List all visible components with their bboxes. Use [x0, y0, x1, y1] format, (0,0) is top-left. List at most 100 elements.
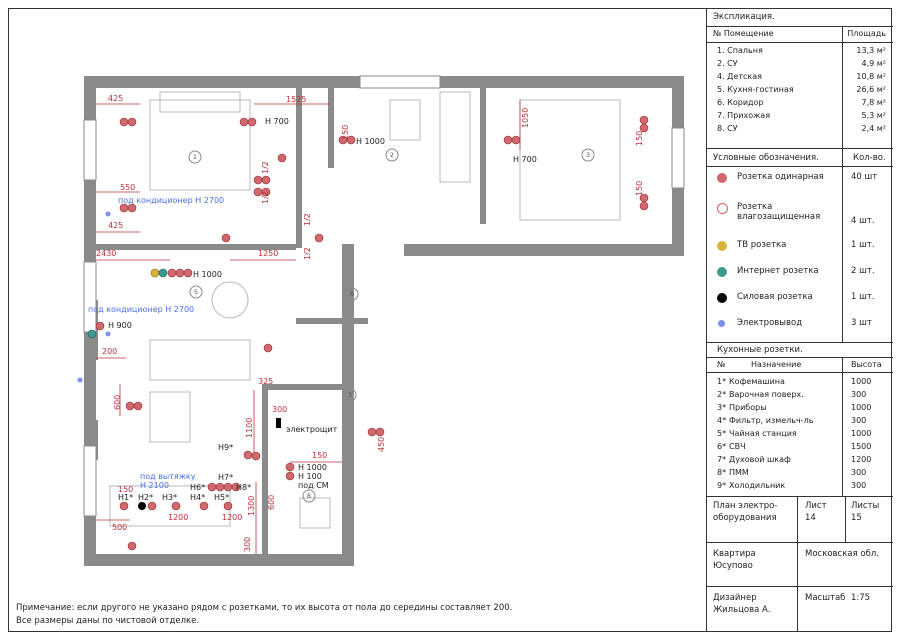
dim-200: 200	[102, 347, 117, 356]
explication-header: № Помещение Площадь	[713, 29, 886, 41]
dim-1100: 1100	[245, 418, 254, 438]
dim-150-wc: 150	[341, 125, 350, 140]
dim-1200-left: 1200	[168, 513, 188, 522]
designer: Дизайнер Жильцова А.	[713, 593, 771, 615]
drawing-frame	[8, 8, 892, 632]
kitchen-mark-2: Н2*	[138, 493, 153, 502]
dim-1250: 1250	[258, 249, 278, 258]
dim-half-4: 1/2	[303, 247, 312, 260]
kitchen-title: Кухонные розетки.	[717, 345, 803, 355]
dim-150-r2: 150	[635, 181, 644, 196]
dim-300: 300	[272, 405, 287, 414]
dim-300-bottom: 300	[243, 537, 252, 552]
dim-half-1: 1/2	[261, 161, 270, 174]
panel-label: электрощит	[286, 425, 338, 434]
dim-425-top: 425	[108, 94, 123, 103]
kitchen-mark-3: Н3*	[162, 493, 177, 502]
region: Московская обл.	[805, 549, 879, 559]
dim-1050: 1050	[521, 108, 530, 128]
dim-600: 600	[113, 395, 122, 410]
dim-half-3: 1/2	[303, 213, 312, 226]
dim-1300: 1300	[247, 496, 256, 516]
height-label-1: Н 700	[265, 117, 289, 126]
specification-panel: Экспликация. № Помещение Площадь 1. Спал…	[706, 8, 893, 632]
sheets-number: 15	[851, 513, 862, 523]
height-label-8: под СМ	[298, 481, 329, 490]
sheets-label: Листы	[851, 501, 880, 511]
room-number-3: 3	[586, 151, 590, 159]
hood-label-height: Н 2100	[140, 481, 169, 490]
plan-vertical-dims: 150 1050 150 150 1/2 1/2 1/2 1/2 600 110…	[113, 108, 644, 552]
dimension-lines	[96, 100, 521, 554]
kitchen-mark-1: Н1*	[118, 493, 133, 502]
internet-outlet-icon	[717, 267, 727, 277]
electric-outlet-icon	[718, 320, 725, 327]
dim-150-r1: 150	[635, 131, 644, 146]
dim-325: 325	[258, 377, 273, 386]
scale-value: 1:75	[851, 593, 871, 603]
col-room: № Помещение	[713, 29, 774, 38]
kitchen-mark-5: Н5*	[214, 493, 229, 502]
explication-title: Экспликация.	[713, 12, 775, 22]
sheet-label: Лист	[805, 501, 827, 511]
scale-label: Масштаб	[805, 593, 846, 603]
kitchen-mark-8: Н8*	[236, 483, 251, 492]
dim-2430: 2430	[96, 249, 116, 258]
ac-label-2: под кондиционер Н 2700	[88, 305, 194, 314]
dim-1525: 1525	[286, 95, 306, 104]
tv-outlet-icon	[717, 241, 727, 251]
furniture	[109, 91, 621, 529]
dim-425-bottom: 425	[108, 221, 123, 230]
plan-texts: 425 550 425 1525 2430 1250 200 325 300 1…	[88, 94, 537, 532]
floor-plan: 1 2 3 5 6 3 8	[77, 75, 685, 566]
electric-panel	[276, 418, 281, 428]
dim-150: 150	[312, 451, 327, 460]
dim-500: 500	[112, 523, 127, 532]
kitchen-mark-6: Н6*	[190, 483, 205, 492]
dim-600-wc: 600	[267, 495, 276, 510]
dim-half-2: 1/2	[261, 191, 270, 204]
plan-title: План электро-оборудования	[713, 501, 778, 523]
dim-450: 450	[377, 437, 386, 452]
kitchen-mark-7: Н7*	[218, 473, 233, 482]
outlet-waterproof-icon	[717, 203, 728, 214]
dim-150-kitchen: 150	[118, 485, 133, 494]
height-label-6: Н 1000	[298, 463, 327, 472]
sheet-number: 14	[805, 513, 816, 523]
col-area: Площадь	[847, 29, 886, 38]
kitchen-mark-9: Н9*	[218, 443, 233, 452]
legend-qty-header: Кол-во.	[853, 153, 886, 163]
height-label-4: Н 1000	[193, 270, 222, 279]
outlet-single-icon	[717, 173, 727, 183]
kitchen-row: 2*Варочная поверх.300	[717, 390, 867, 399]
outlets	[95, 115, 649, 551]
height-label-2: Н 1000	[356, 137, 385, 146]
room-number-5: 5	[194, 288, 198, 296]
dim-550: 550	[120, 183, 135, 192]
power-outlet-icon	[717, 293, 727, 303]
apartment-name: Квартира Юсупово	[713, 549, 756, 571]
room-number-7: 3	[348, 391, 352, 399]
height-label-3: Н 700	[513, 155, 537, 164]
kitchen-mark-4: Н4*	[190, 493, 205, 502]
